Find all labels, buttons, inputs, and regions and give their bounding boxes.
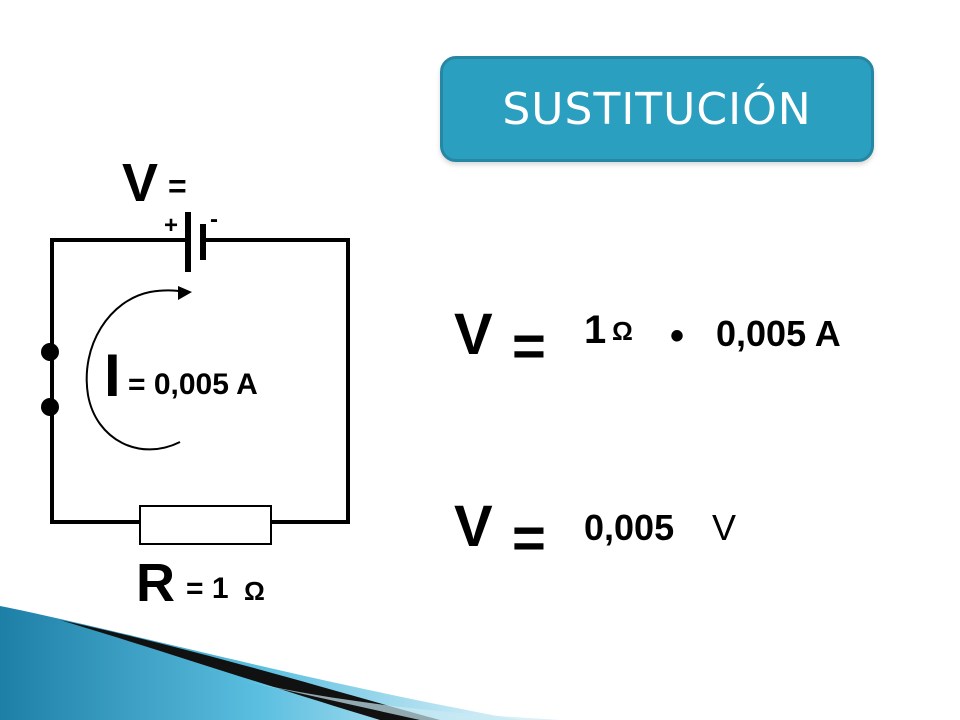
eq1-ohm: Ω [612,316,633,346]
terminal-dot-bottom [41,398,59,416]
battery-plus: + [164,212,179,239]
eq2-result-unit: V [712,507,737,548]
eq2-lhs: V [454,494,493,559]
voltage-eq: = [168,168,187,204]
current-arrow-path [85,289,185,451]
resistor [139,505,272,545]
ohm-symbol: Ω [244,576,265,606]
title-box: SUSTITUCIÓN [440,56,874,162]
slide-title: SUSTITUCIÓN [502,83,812,135]
eq2-result-value: 0,005 [584,507,675,548]
resistance-label: R [136,553,175,613]
eq2-equals: = [512,506,546,571]
voltage-label: V [122,153,159,213]
eq1-resistance: 1 [584,308,607,352]
wire-left [50,238,188,524]
wire-right [203,238,350,524]
current-value: = 0,005 A [128,368,258,401]
swoosh-light [240,680,560,720]
swoosh-black [60,620,440,720]
eq1-equals: = [512,314,546,379]
current-arrow-head [178,286,192,300]
terminal-dot-top [41,343,59,361]
eq1-current: 0,005 A [716,313,841,354]
current-label: I [104,342,121,409]
swoosh-blue [0,606,520,720]
eq1-dot: • [670,314,685,358]
battery-minus: - [210,206,218,233]
eq1-lhs: V [454,302,493,367]
resistance-value: = 1 [186,572,229,605]
